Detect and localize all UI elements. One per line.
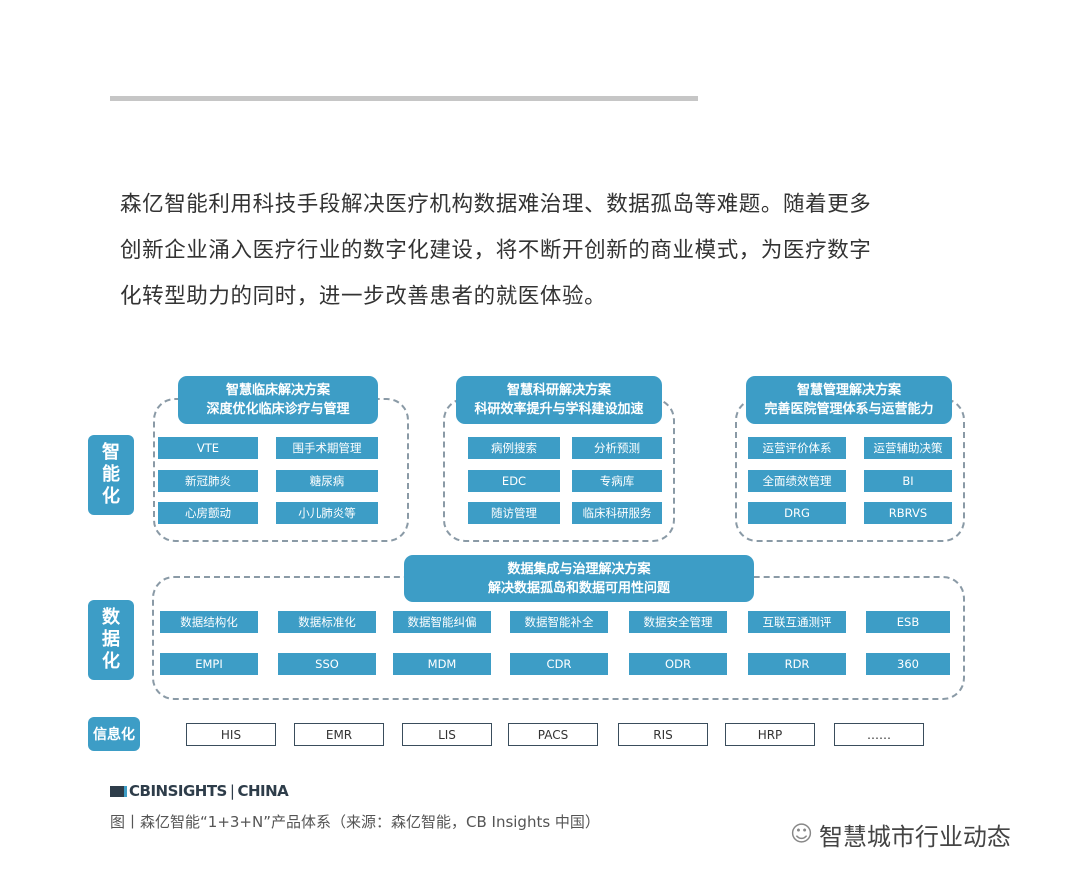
solution-item: 全面绩效管理: [748, 470, 846, 492]
group-clinical-header: 智慧临床解决方案 深度优化临床诊疗与管理: [178, 376, 378, 424]
solution-item: 随访管理: [468, 502, 560, 524]
group-title: 智慧临床解决方案: [225, 383, 330, 398]
data-item: ODR: [629, 653, 727, 675]
tier-char: 化: [102, 486, 120, 507]
logo-china: CHINA: [237, 782, 289, 800]
info-system-item: EMR: [294, 723, 384, 746]
solution-item: 运营评价体系: [748, 437, 846, 459]
solution-item: 运营辅助决策: [864, 437, 952, 459]
watermark: ☺ 智慧城市行业动态: [790, 817, 1011, 852]
data-item: 360: [866, 653, 950, 675]
logo-cb: CBINSIGHTS: [129, 782, 227, 800]
data-item: 数据安全管理: [629, 611, 727, 633]
group-title: 智慧科研解决方案: [506, 383, 611, 398]
solution-item: VTE: [158, 437, 258, 459]
data-item: SSO: [278, 653, 376, 675]
group-management-header: 智慧管理解决方案 完善医院管理体系与运营能力: [746, 376, 952, 424]
solution-item: 病例搜索: [468, 437, 560, 459]
info-system-item: HIS: [186, 723, 276, 746]
group-subtitle: 完善医院管理体系与运营能力: [764, 402, 934, 417]
tier-char: 化: [102, 651, 120, 672]
group-title: 数据集成与治理解决方案: [507, 561, 651, 577]
data-item: 数据标准化: [278, 611, 376, 633]
tier-data: 数 据 化: [88, 600, 134, 680]
group-subtitle: 科研效率提升与学科建设加速: [474, 402, 644, 417]
paragraph-line: 创新企业涌入医疗行业的数字化建设，将不断开创新的商业模式，为医疗数字: [120, 238, 872, 263]
tier-intelligent: 智 能 化: [88, 435, 134, 515]
solution-item: DRG: [748, 502, 846, 524]
tier-char: 能: [102, 464, 120, 485]
solution-item: 新冠肺炎: [158, 470, 258, 492]
group-title: 智慧管理解决方案: [796, 383, 901, 398]
data-item: CDR: [510, 653, 608, 675]
wechat-icon: ☺: [790, 822, 813, 847]
data-group-header: 数据集成与治理解决方案 解决数据孤岛和数据可用性问题: [404, 555, 754, 602]
info-system-item: HRP: [725, 723, 815, 746]
info-system-item: LIS: [402, 723, 492, 746]
solution-item: RBRVS: [864, 502, 952, 524]
watermark-text: 智慧城市行业动态: [818, 823, 1011, 851]
data-item: EMPI: [160, 653, 258, 675]
figure-caption: 图丨森亿智能“1+3+N”产品体系（来源：森亿智能，CB Insights 中国…: [110, 813, 600, 831]
data-item: MDM: [393, 653, 491, 675]
solution-item: 心房颤动: [158, 502, 258, 524]
tier-char: 数: [102, 607, 120, 628]
data-item: ESB: [866, 611, 950, 633]
cb-logo-icon: [110, 785, 127, 797]
solution-item: 糖尿病: [276, 470, 378, 492]
group-subtitle: 解决数据孤岛和数据可用性问题: [487, 580, 670, 596]
data-item: RDR: [748, 653, 846, 675]
info-system-item: PACS: [508, 723, 598, 746]
logo-sep: |: [229, 782, 235, 800]
info-system-item: ……: [834, 723, 924, 746]
tier-char: 据: [102, 629, 120, 650]
solution-item: 小儿肺炎等: [276, 502, 378, 524]
solution-item: BI: [864, 470, 952, 492]
solution-item: EDC: [468, 470, 560, 492]
intro-paragraph: 森亿智能利用科技手段解决医疗机构数据难治理、数据孤岛等难题。随着更多 创新企业涌…: [120, 182, 980, 320]
solution-item: 围手术期管理: [276, 437, 378, 459]
data-item: 数据智能补全: [510, 611, 608, 633]
group-subtitle: 深度优化临床诊疗与管理: [206, 402, 350, 417]
solution-item: 分析预测: [572, 437, 662, 459]
paragraph-line: 化转型助力的同时，进一步改善患者的就医体验。: [120, 284, 607, 309]
solution-item: 专病库: [572, 470, 662, 492]
tier-char: 智: [102, 442, 120, 463]
paragraph-line: 森亿智能利用科技手段解决医疗机构数据难治理、数据孤岛等难题。随着更多: [120, 192, 872, 217]
tier-info: 信息化: [88, 717, 140, 751]
data-item: 互联互通测评: [748, 611, 846, 633]
cb-insights-logo: CBINSIGHTS | CHINA: [110, 782, 289, 800]
data-item: 数据智能纠偏: [393, 611, 491, 633]
group-research-header: 智慧科研解决方案 科研效率提升与学科建设加速: [456, 376, 662, 424]
info-system-item: RIS: [618, 723, 708, 746]
divider: [110, 96, 698, 101]
data-item: 数据结构化: [160, 611, 258, 633]
solution-item: 临床科研服务: [572, 502, 662, 524]
